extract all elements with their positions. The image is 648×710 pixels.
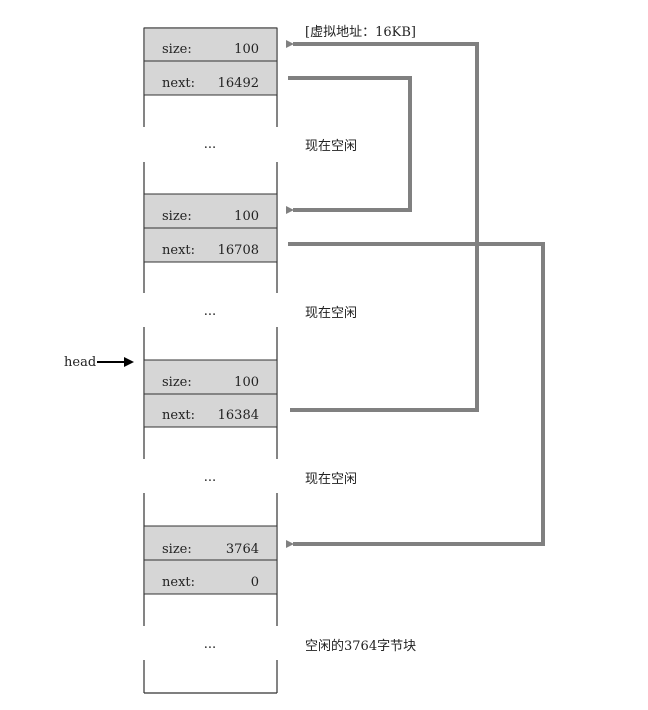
next-cell bbox=[143, 393, 278, 428]
ellipsis: ... bbox=[204, 137, 216, 152]
size-label: size: bbox=[162, 209, 192, 224]
region-label: 空闲的3764字节块 bbox=[305, 638, 416, 654]
size-label: size: bbox=[162, 542, 192, 557]
size-value: 3764 bbox=[226, 542, 259, 557]
pointer-arrow-16384 bbox=[286, 40, 479, 412]
next-value: 16384 bbox=[218, 408, 259, 423]
head-label: head bbox=[64, 355, 96, 370]
size-cell bbox=[143, 27, 278, 62]
pointer-arrow-16708 bbox=[286, 242, 545, 548]
address-label: [虚拟地址：16KB] bbox=[305, 25, 416, 40]
ellipsis: ... bbox=[204, 304, 216, 319]
region-label: 现在空闲 bbox=[305, 139, 357, 154]
next-value: 16708 bbox=[218, 243, 259, 258]
size-cell bbox=[143, 525, 278, 561]
region-label: 现在空闲 bbox=[305, 472, 357, 487]
size-value: 100 bbox=[234, 375, 259, 390]
head-arrow-icon bbox=[97, 357, 134, 367]
next-label: next: bbox=[162, 575, 195, 590]
free-block-1: size: 100 next: 16492 ... 现在空闲 bbox=[143, 27, 357, 154]
free-block-2: size: 100 next: 16708 ... 现在空闲 bbox=[143, 193, 357, 321]
next-value: 0 bbox=[251, 575, 259, 590]
size-label: size: bbox=[162, 42, 192, 57]
size-label: size: bbox=[162, 375, 192, 390]
size-value: 100 bbox=[234, 209, 259, 224]
ellipsis: ... bbox=[204, 470, 216, 485]
size-value: 100 bbox=[234, 42, 259, 57]
next-label: next: bbox=[162, 408, 195, 423]
next-label: next: bbox=[162, 243, 195, 258]
free-block-3: size: 100 next: 16384 ... 现在空闲 bbox=[143, 359, 357, 487]
pointer-arrow-16492 bbox=[286, 76, 412, 214]
next-cell bbox=[143, 60, 278, 96]
size-cell bbox=[143, 193, 278, 229]
next-cell bbox=[143, 227, 278, 263]
ellipsis: ... bbox=[204, 637, 216, 652]
next-cell bbox=[143, 559, 278, 595]
next-value: 16492 bbox=[218, 76, 259, 91]
next-label: next: bbox=[162, 76, 195, 91]
region-label: 现在空闲 bbox=[305, 306, 357, 321]
free-block-4: size: 3764 next: 0 ... 空闲的3764字节块 bbox=[143, 525, 416, 654]
